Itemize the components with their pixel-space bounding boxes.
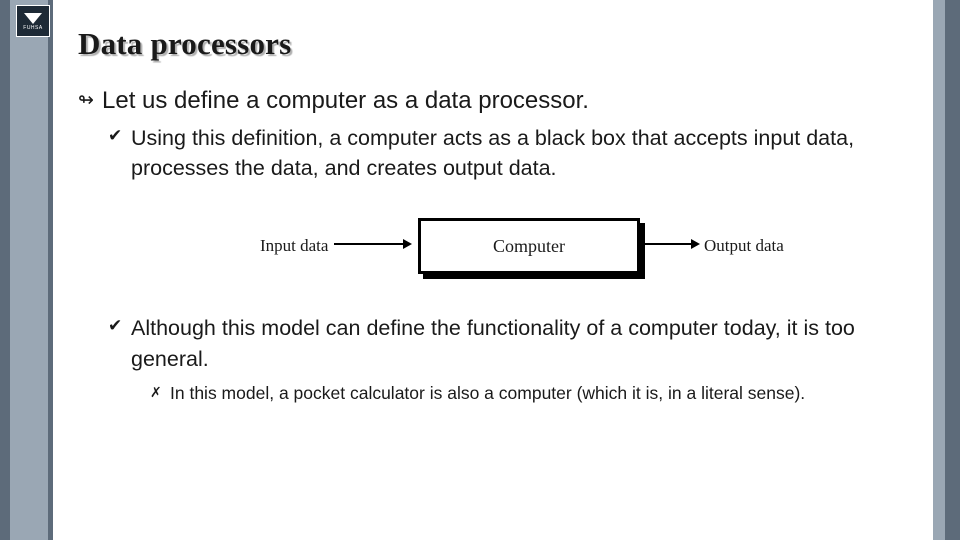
left-accent-bar-thin	[48, 0, 53, 540]
triangle-icon	[24, 12, 42, 24]
right-accent-bar-dark	[945, 0, 960, 540]
slide-body: ↬ Let us define a computer as a data pro…	[78, 87, 898, 184]
left-accent-bar-dark	[0, 0, 10, 540]
bullet-level3-text: In this model, a pocket calculator is al…	[170, 383, 806, 404]
right-accent-bar-light	[933, 0, 945, 540]
diagram-computer-box: Computer	[418, 218, 640, 274]
data-processor-diagram: Input data Computer Output data	[238, 218, 818, 280]
check-bullet-icon: ✔	[108, 125, 123, 145]
arrow-computer-to-output-icon	[642, 239, 700, 249]
arrow-input-to-computer-icon	[334, 239, 412, 249]
bullet-level2-first-text: Using this definition, a computer acts a…	[131, 125, 855, 181]
check-bullet-icon: ✔	[108, 316, 123, 335]
slide-body-lower: ✔ Although this model can define the fun…	[78, 305, 898, 406]
bullet-level2-first: ✔ Using this definition, a computer acts…	[108, 123, 898, 184]
organization-logo: FUHSA	[16, 5, 50, 37]
left-accent-bar-light	[10, 0, 48, 540]
diagram-computer-label: Computer	[493, 235, 565, 256]
diagram-input-label: Input data	[260, 236, 329, 255]
bullet-level1: ↬ Let us define a computer as a data pro…	[78, 87, 898, 115]
page-title: Data processors	[78, 26, 292, 61]
logo-label: FUHSA	[23, 24, 43, 31]
diagram-output-label: Output data	[704, 236, 784, 255]
bullet-level3: ✗ In this model, a pocket calculator is …	[150, 381, 898, 406]
bullet-level1-text: Let us define a computer as a data proce…	[102, 87, 589, 114]
cross-bullet-icon: ✗	[150, 384, 162, 401]
bullet-level2-second-text: Although this model can define the funct…	[131, 316, 855, 371]
arrow-bullet-icon: ↬	[78, 90, 94, 111]
bullet-level2-second: ✔ Although this model can define the fun…	[108, 313, 898, 374]
